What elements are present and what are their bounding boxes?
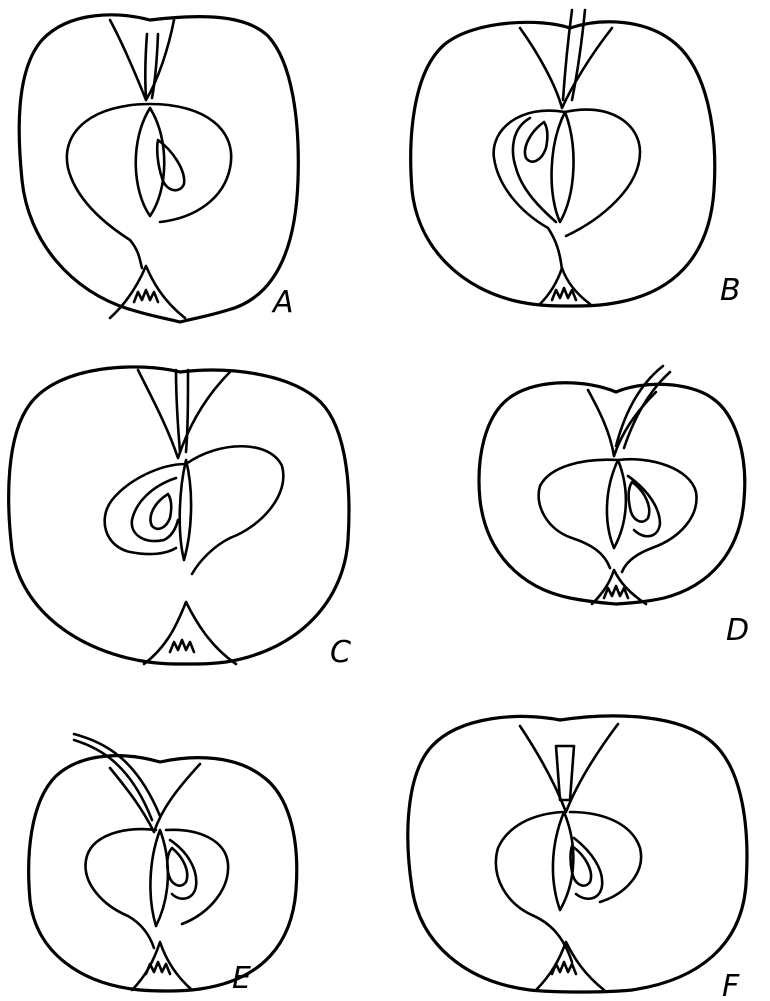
apple-outline-f bbox=[408, 716, 747, 992]
seed-d bbox=[629, 482, 650, 522]
calyx-f bbox=[552, 962, 576, 974]
calyx-d bbox=[604, 586, 628, 598]
carpel-c bbox=[180, 460, 191, 560]
calyx-cavity-e bbox=[132, 942, 192, 990]
apple-section-d: D bbox=[479, 366, 749, 648]
stem-cavity-c bbox=[138, 370, 230, 458]
calyx-b bbox=[552, 288, 576, 300]
calyx-cavity-b bbox=[540, 268, 590, 304]
apple-section-c: C bbox=[9, 367, 351, 670]
apple-outline-d bbox=[479, 383, 745, 604]
seed-b bbox=[525, 122, 547, 162]
calyx-cavity-d bbox=[592, 570, 646, 604]
carpel-a bbox=[136, 108, 165, 216]
apple-outline-b bbox=[411, 22, 715, 306]
carpel-inner-d bbox=[628, 476, 660, 536]
apple-section-f: F bbox=[408, 716, 747, 1001]
carpel-e bbox=[150, 830, 167, 926]
panel-label-e: E bbox=[232, 961, 251, 996]
calyx-cavity-c bbox=[144, 602, 236, 664]
seed-c bbox=[151, 494, 172, 529]
apple-section-e: E bbox=[29, 734, 297, 996]
panel-label-d: D bbox=[726, 613, 749, 648]
carpel-b bbox=[552, 112, 574, 222]
apple-section-a: A bbox=[19, 15, 298, 322]
apple-section-b: B bbox=[411, 10, 741, 308]
stem-f bbox=[556, 746, 574, 800]
panel-label-a: A bbox=[271, 285, 294, 320]
stem-cavity-a bbox=[110, 20, 174, 100]
carpel-inner-f bbox=[574, 838, 602, 899]
carpel-d bbox=[607, 460, 626, 548]
core-line-e bbox=[86, 829, 229, 948]
calyx-a bbox=[134, 290, 158, 302]
calyx-e bbox=[146, 962, 170, 974]
core-line-c bbox=[105, 446, 284, 574]
panel-label-f: F bbox=[722, 969, 740, 1001]
panel-label-c: C bbox=[330, 635, 351, 670]
calyx-c bbox=[170, 640, 194, 652]
stem-c bbox=[176, 370, 188, 452]
core-line-a bbox=[67, 104, 231, 268]
stem-cavity-e bbox=[110, 764, 200, 832]
seed-a bbox=[157, 140, 184, 190]
panel-label-b: B bbox=[720, 273, 741, 308]
apple-outline-e bbox=[29, 756, 297, 991]
core-line-d bbox=[539, 459, 697, 572]
